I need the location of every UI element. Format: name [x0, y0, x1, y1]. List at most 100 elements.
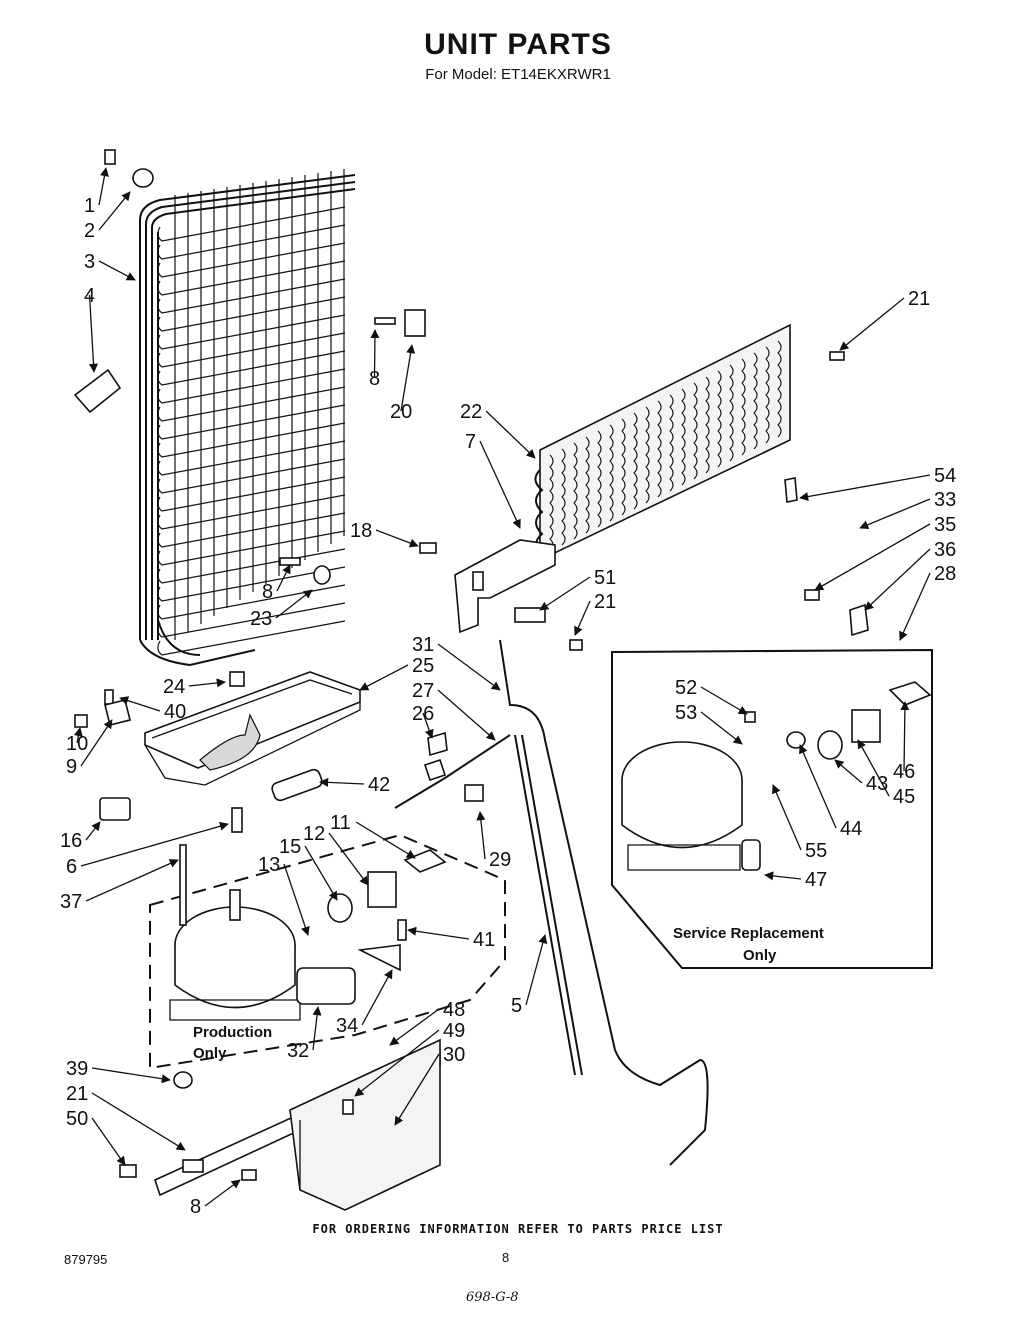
- leader-c40: [119, 696, 161, 712]
- callout-c8a: 8: [369, 368, 380, 390]
- evaporator-fin: [561, 448, 566, 546]
- leader-c3: [98, 260, 136, 281]
- evaporator-fin: [753, 352, 758, 450]
- leader-c28: [899, 572, 931, 641]
- leader-c1: [98, 167, 109, 206]
- callout-c11: 11: [330, 812, 351, 834]
- leader-c12: [328, 832, 369, 886]
- evaporator-fin: [669, 394, 674, 492]
- condenser-tube-pass: [157, 332, 346, 368]
- callout-c8b: 8: [262, 581, 273, 603]
- evaporator-fin: [597, 430, 602, 528]
- condenser-tube-pass: [157, 242, 346, 278]
- hardware: [73, 149, 869, 1181]
- callout-c50: 50: [66, 1108, 88, 1130]
- callout-c39: 39: [66, 1058, 88, 1080]
- terminal-cover-clip: [403, 849, 447, 873]
- callout-c8c: 8: [190, 1196, 201, 1218]
- leader-c30: [394, 1053, 440, 1126]
- condenser-tube-pass: [157, 512, 346, 548]
- condenser-tube-pass: [157, 548, 346, 584]
- leader-c13: [283, 863, 310, 936]
- evaporator-fin: [585, 436, 590, 534]
- callout-c2: 2: [84, 220, 95, 242]
- condenser-tube-pass: [157, 620, 346, 656]
- leader-c26: [422, 712, 434, 739]
- leader-c39: [91, 1067, 171, 1084]
- callout-c42: 42: [368, 774, 390, 796]
- condenser-tube-pass: [157, 494, 346, 530]
- callout-c31: 31: [412, 634, 434, 656]
- callout-c36: 36: [934, 539, 956, 561]
- condenser-tube-pass: [157, 584, 346, 620]
- compressor-base-rail: [154, 1038, 441, 1211]
- leader-c29: [476, 811, 486, 860]
- leader-c8a: [370, 329, 380, 379]
- callout-c23: 23: [250, 608, 272, 630]
- callout-c54: 54: [934, 465, 956, 487]
- leader-c7: [479, 440, 521, 529]
- leader-c8b: [276, 564, 291, 592]
- leader-c6: [80, 821, 229, 867]
- leader-c2: [98, 191, 131, 231]
- leader-c27: [437, 689, 496, 741]
- model-subtitle: For Model: ET14EKXRWR1: [425, 66, 611, 83]
- callout-c4: 4: [84, 285, 95, 307]
- condenser-tube-pass: [157, 368, 346, 404]
- condenser-tube-pass: [157, 476, 346, 512]
- leader-c53: [700, 711, 743, 745]
- callout-c47: 47: [805, 869, 827, 891]
- service-replacement-inset: Service Replacement Only: [611, 648, 933, 969]
- callout-c9: 9: [66, 756, 77, 778]
- callout-c21b: 21: [594, 591, 616, 613]
- callout-c41: 41: [473, 929, 495, 951]
- condenser-tube-pass: [157, 296, 346, 332]
- condenser-tube-pass: [157, 314, 346, 350]
- document-number: 879795: [64, 1252, 108, 1267]
- evaporator-fin: [681, 388, 686, 486]
- condenser-tube-pass: [157, 350, 346, 386]
- condenser-tube-pass: [157, 422, 346, 458]
- leader-c47: [764, 871, 802, 881]
- condenser-coil: [139, 169, 356, 667]
- leader-c43: [834, 759, 863, 784]
- inset-cover: [888, 681, 932, 706]
- tube-5: [514, 734, 576, 1076]
- evaporator-fin: [609, 424, 614, 522]
- leader-c23: [275, 589, 313, 619]
- inset-capacitor: [741, 839, 761, 871]
- leader-c25: [359, 664, 409, 691]
- cap-tube-fitting: [423, 758, 447, 782]
- inset-relay: [817, 730, 843, 760]
- callout-c34: 34: [336, 1015, 358, 1037]
- leader-c46: [900, 701, 910, 772]
- leader-c21c: [91, 1092, 186, 1151]
- leader-c4: [88, 294, 99, 373]
- leader-c21b: [574, 600, 591, 636]
- leader-c54: [799, 474, 931, 502]
- condenser-tube-pass: [157, 404, 346, 440]
- evaporator-fin: [765, 346, 770, 444]
- leader-c24: [188, 678, 226, 688]
- condenser-tube-pass: [157, 386, 346, 422]
- callout-c12: 12: [303, 823, 325, 845]
- evaporator-fin: [741, 358, 746, 456]
- callout-c45: 45: [893, 786, 915, 808]
- callout-c22: 22: [460, 401, 482, 423]
- callout-c1: 1: [84, 195, 95, 217]
- inset-label-line2: Only: [743, 947, 777, 964]
- compressor-tube: [229, 889, 241, 921]
- callout-c18: 18: [350, 520, 372, 542]
- drain-pan: [144, 671, 361, 786]
- callout-c27: 27: [412, 680, 434, 702]
- bracket-slot: [472, 571, 484, 591]
- leader-c44: [799, 744, 837, 829]
- evaporator-fin: [705, 376, 710, 474]
- callout-c15: 15: [279, 836, 301, 858]
- leader-c8c: [204, 1179, 241, 1207]
- condenser-tube-pass: [157, 458, 346, 494]
- leader-c52: [700, 686, 748, 715]
- callout-c24: 24: [163, 676, 185, 698]
- callout-c33: 33: [934, 489, 956, 511]
